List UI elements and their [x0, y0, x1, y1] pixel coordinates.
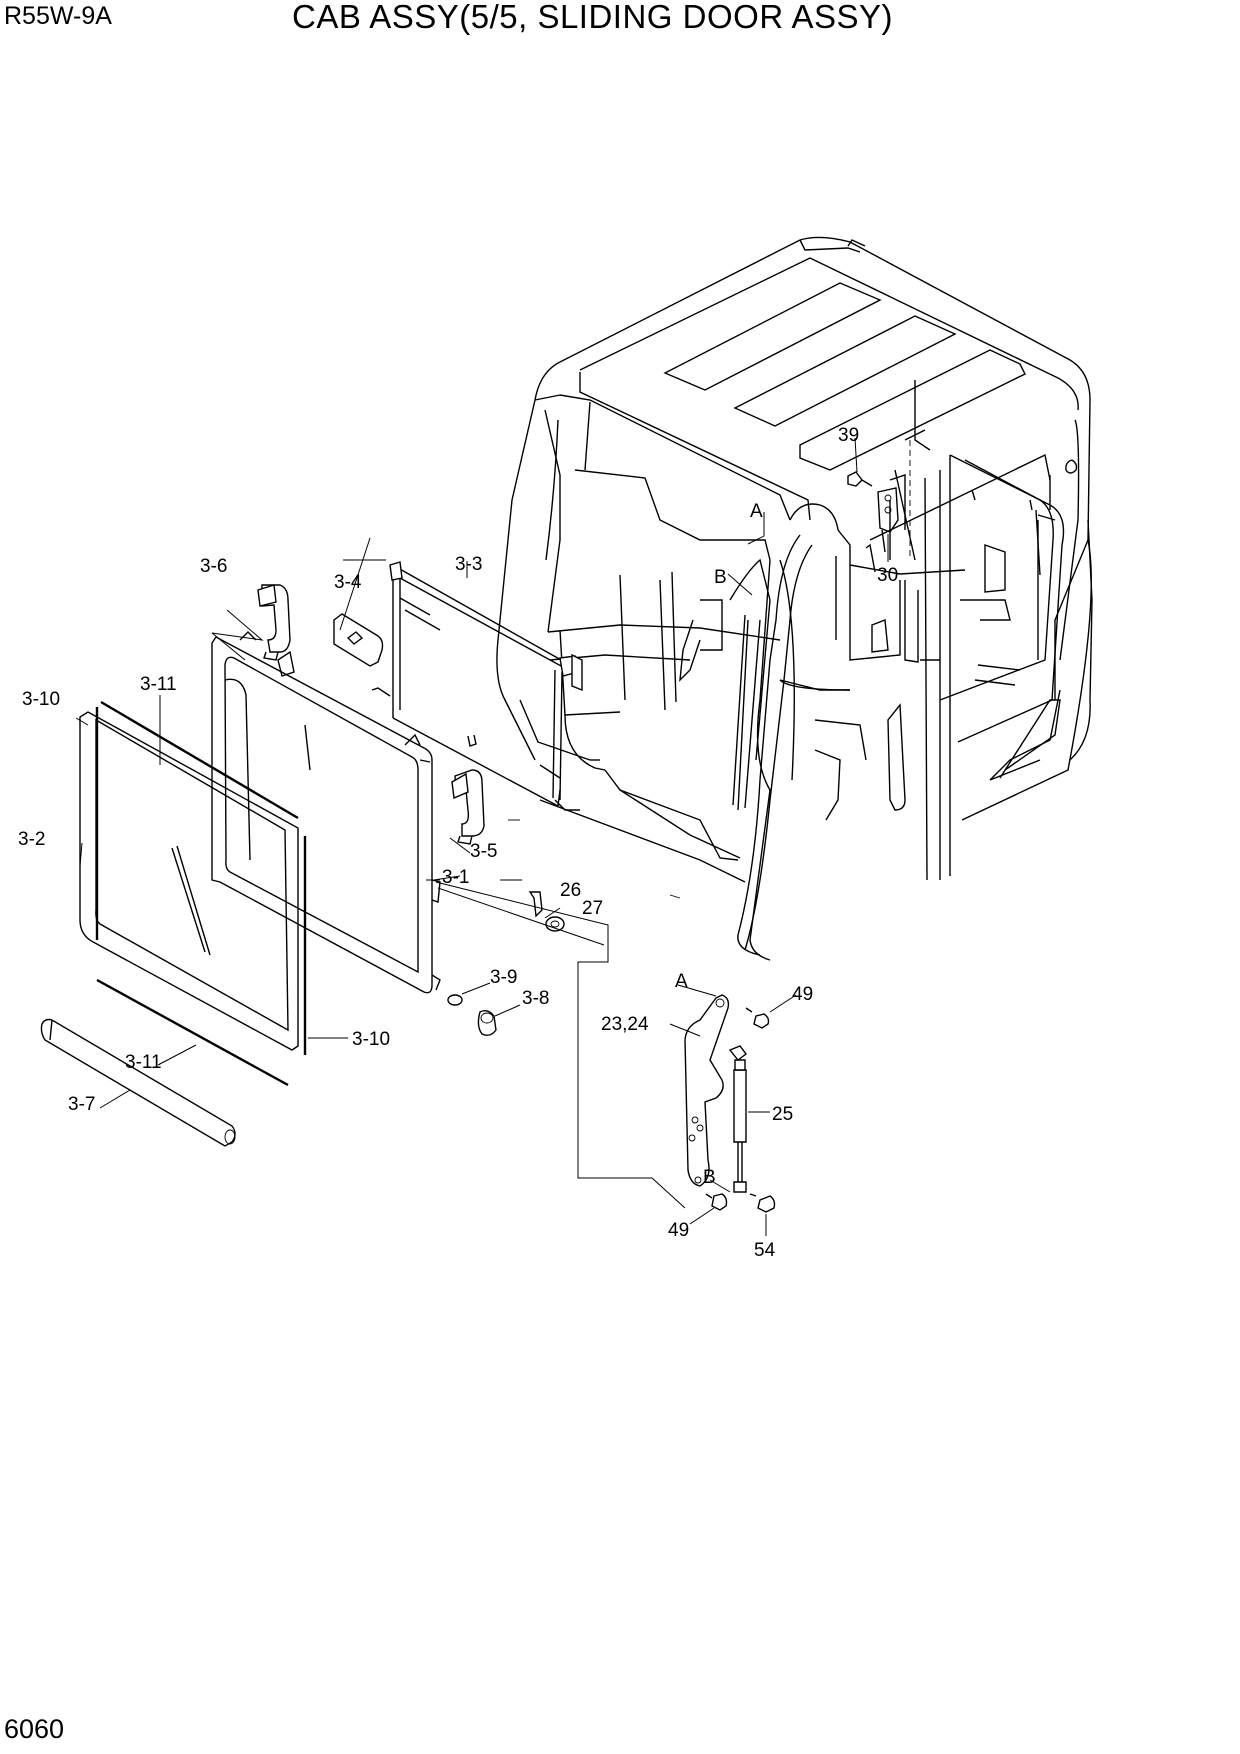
callout-label: 3-9 [490, 967, 517, 988]
callout-label: 3-7 [68, 1094, 95, 1115]
callout-label: 3-10 [352, 1029, 390, 1050]
callout-label: 3-11 [125, 1052, 162, 1073]
lead-lines-cab [727, 437, 889, 596]
rail-3-7 [40, 1018, 236, 1147]
callout-label: 3-3 [455, 554, 482, 575]
callout-label: 3-6 [200, 556, 227, 577]
page-title: CAB ASSY(5/5, SLIDING DOOR ASSY) [292, 0, 894, 35]
callout-labels: 39 A B 30 3-6 3-4 3-3 3-10 3-11 3-2 3-5 … [18, 425, 898, 1261]
callout-label: 54 [754, 1240, 776, 1261]
model-number: R55W-9A [4, 2, 112, 30]
callout-label: 27 [582, 898, 603, 919]
callout-label: 49 [792, 984, 813, 1005]
lead-lines-door [75, 537, 686, 1209]
callout-label: 3-11 [140, 674, 177, 695]
gas-spring-25 [728, 1045, 747, 1193]
callout-label: 23,24 [601, 1014, 649, 1035]
curtain-3-3 [371, 561, 583, 811]
callout-label: B [703, 1167, 716, 1188]
page-number: 6060 [4, 1714, 65, 1744]
callout-label: 3-5 [470, 841, 497, 862]
small-parts [447, 471, 873, 1037]
callout-label: 25 [772, 1104, 793, 1125]
callout-label: A [675, 971, 688, 992]
door-glass-3-2 [79, 711, 299, 1051]
stay-bracket-23-24 [684, 994, 730, 1187]
callout-label: B [714, 567, 727, 588]
callout-label: 3-2 [18, 829, 45, 850]
handle-3-6 [257, 584, 291, 661]
handle-3-5 [451, 769, 485, 845]
callout-label: 3-8 [522, 988, 549, 1009]
callout-label: 3-10 [22, 689, 60, 710]
callout-label: 39 [838, 425, 859, 446]
callout-label: 26 [560, 880, 581, 901]
callout-label: 49 [668, 1220, 689, 1241]
callout-label: 30 [877, 565, 898, 586]
callout-label: A [750, 501, 763, 522]
lead-lines-bracket [669, 984, 797, 1236]
door-frame-3-1 [211, 631, 441, 994]
callout-label: 3-1 [442, 867, 469, 888]
cab-frame [496, 236, 1093, 961]
callout-label: 3-4 [334, 572, 362, 593]
seal-strips-3-10-3-11 [95, 700, 307, 1087]
mirror-3-4 [277, 613, 384, 677]
bolts-49-54 [705, 1007, 776, 1213]
